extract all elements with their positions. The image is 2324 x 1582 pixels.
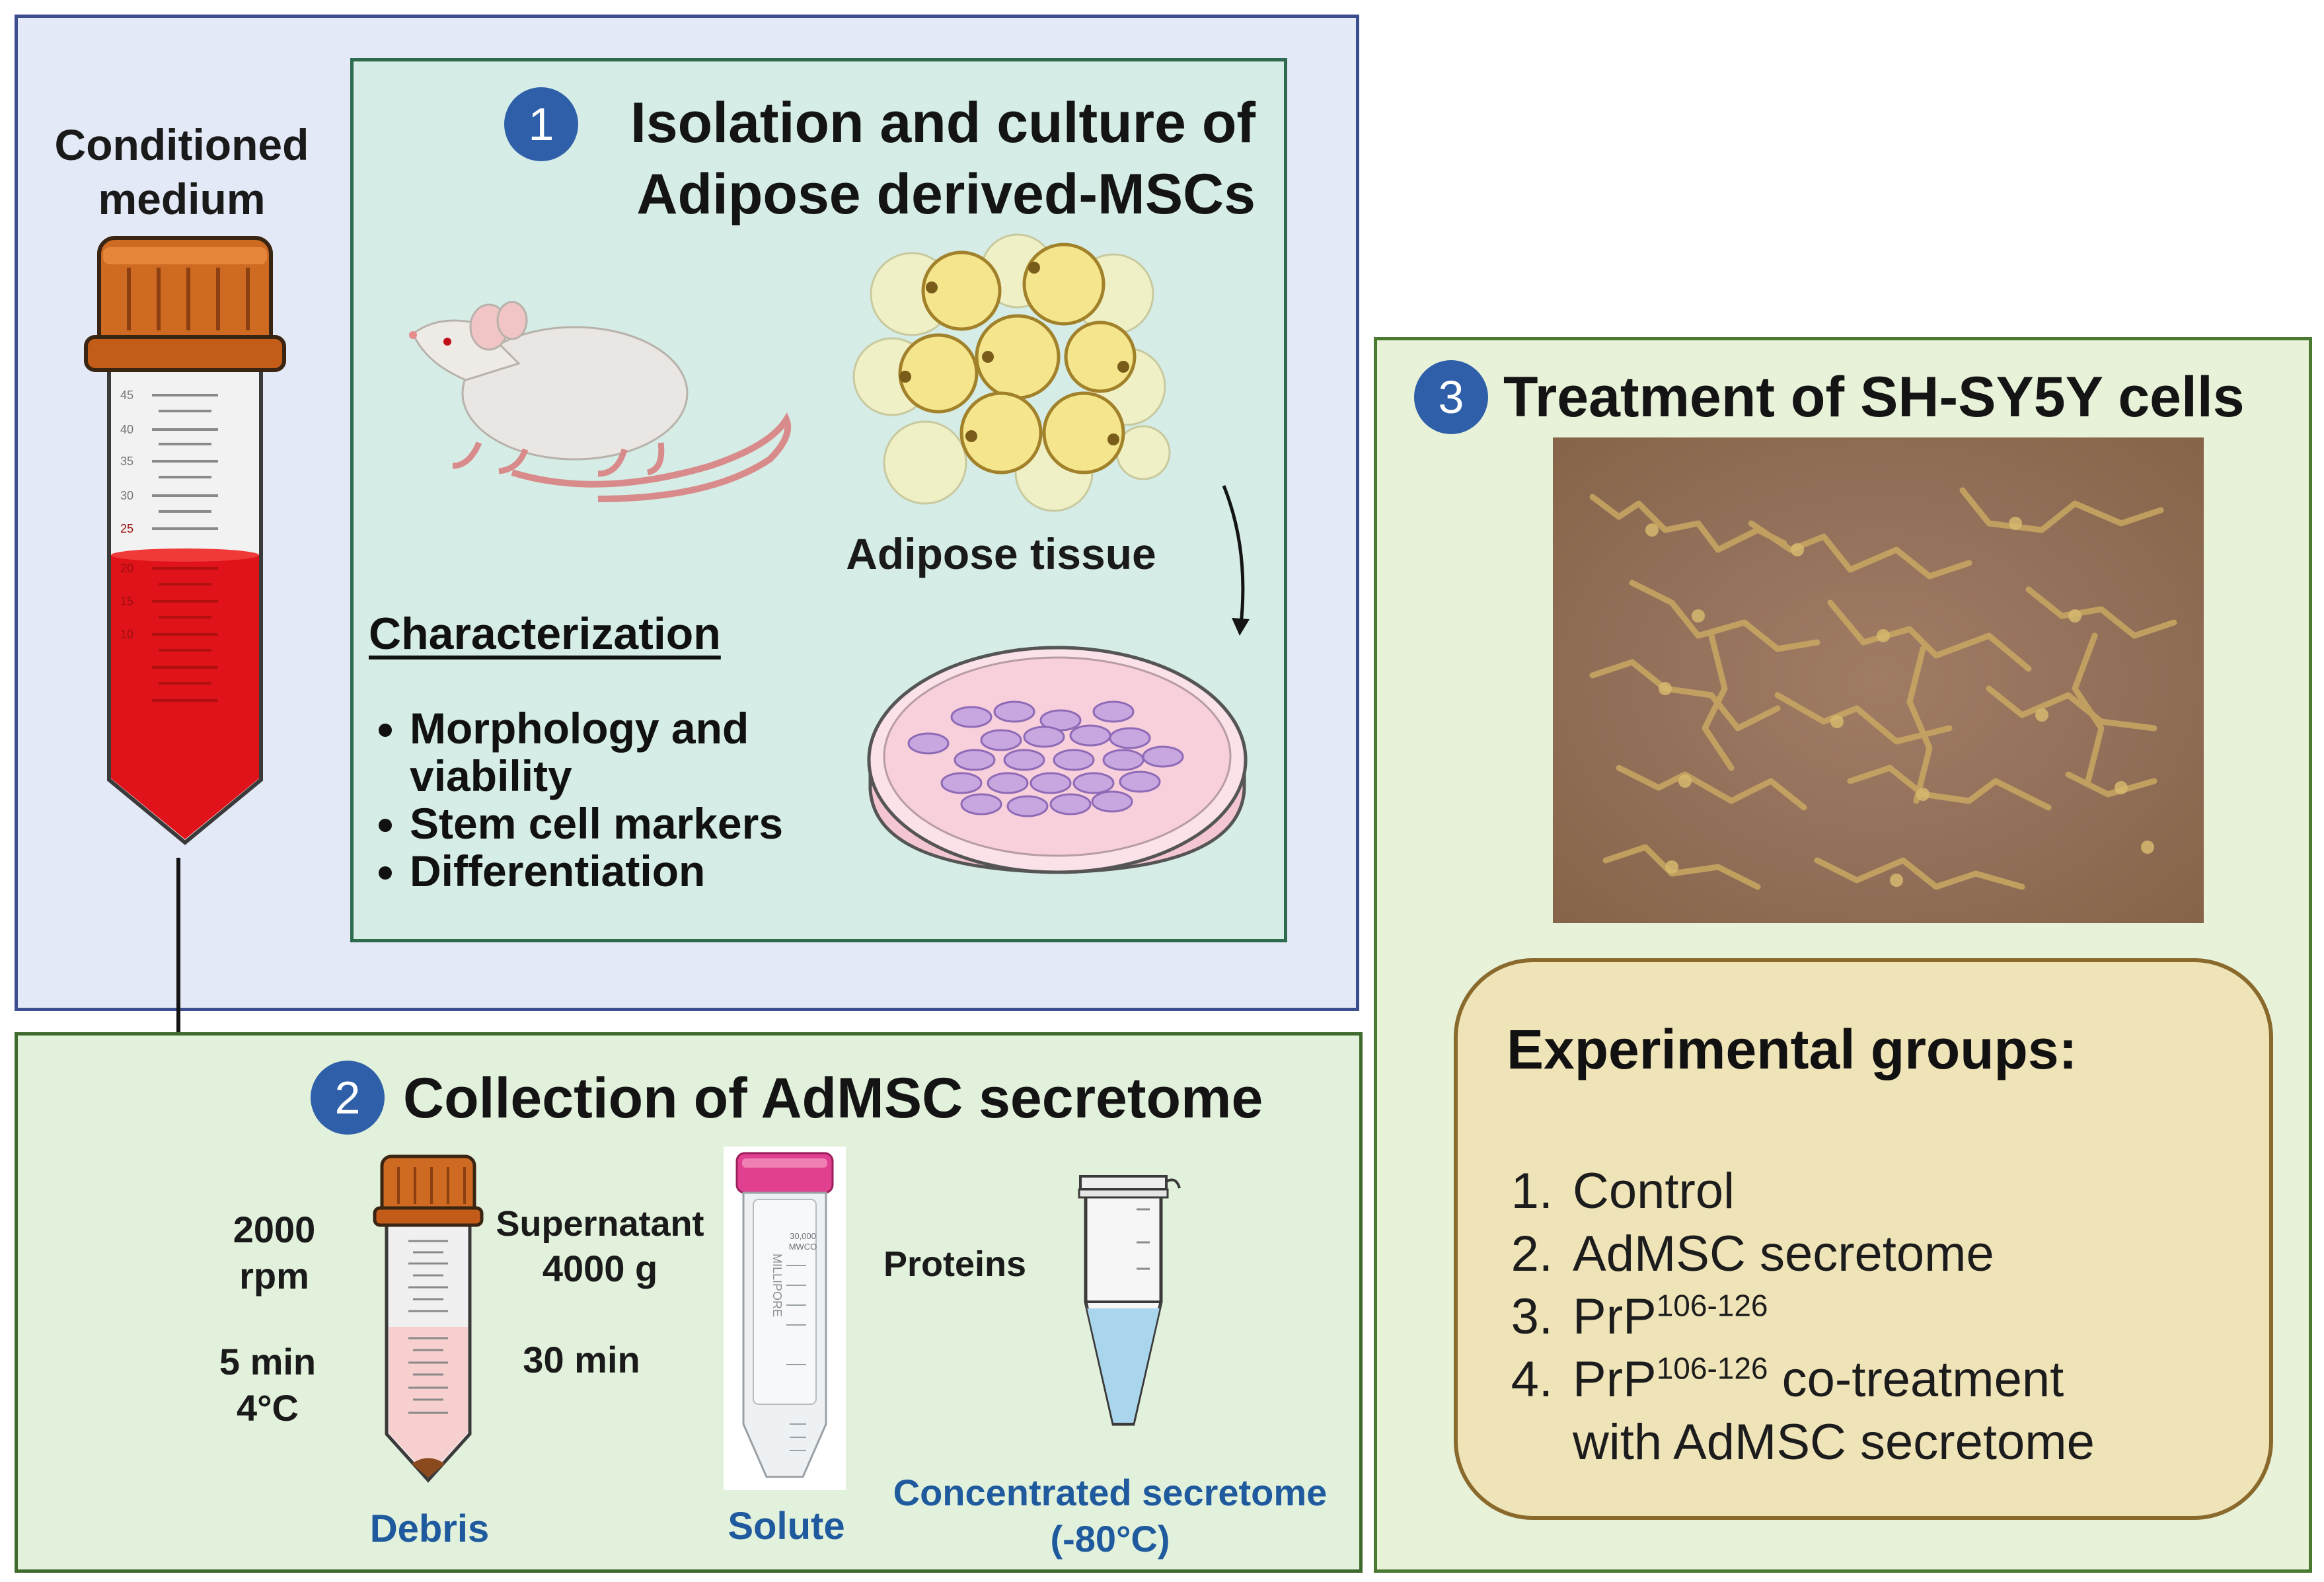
filter-mwco-line1: 30,000 <box>790 1231 816 1241</box>
group-item: 3. PrP106-126 <box>1480 1285 2260 1348</box>
tube-tick: 40 <box>120 423 133 436</box>
group-text: PrP <box>1573 1351 1657 1408</box>
centrifuge-speed-line1: 2000 <box>233 1209 316 1250</box>
section1-badge: 1 <box>504 87 578 161</box>
supernatant-line2: 4000 g <box>542 1248 658 1289</box>
solute-label: Solute <box>728 1505 845 1548</box>
group-number: 2. <box>1511 1226 1553 1282</box>
debris-tube-icon <box>373 1154 484 1483</box>
adipose-tissue-label: Adipose tissue <box>846 529 1156 578</box>
section1-title-line1: Isolation and culture of <box>630 91 1256 155</box>
group-text-after: co-treatment <box>1768 1351 2064 1408</box>
characterization-item: Stem cell markers <box>410 800 872 847</box>
group-number: 1. <box>1511 1163 1553 1219</box>
group-text: AdMSC secretome <box>1573 1226 1994 1282</box>
tube-tick: 25 <box>120 522 133 535</box>
petri-dish-icon <box>867 646 1248 874</box>
supernatant-time-label: 30 min <box>523 1339 640 1380</box>
group-text: Control <box>1573 1163 1735 1219</box>
centrifuge-speed-label: 2000 rpm <box>205 1207 344 1299</box>
conditioned-medium-line1: Conditioned <box>54 120 309 169</box>
supernatant-line1: Supernatant <box>496 1204 704 1244</box>
conditioned-medium-label: Conditioned medium <box>26 118 337 226</box>
tube-tick: 20 <box>120 562 133 575</box>
tube-tick: 35 <box>120 455 133 468</box>
tube-tick: 45 <box>120 389 133 402</box>
section2-badge: 2 <box>311 1061 385 1135</box>
characterization-item: Morphology and viability <box>410 704 872 800</box>
group-item-continuation: with AdMSC secretome <box>1480 1411 2260 1474</box>
mouse-icon <box>409 301 792 502</box>
tube-tick: 30 <box>120 489 133 502</box>
sh-sy5y-micrograph <box>1553 437 2204 923</box>
group-item: 4. PrP106-126 co-treatment <box>1480 1348 2260 1411</box>
centrifuge-time-line1: 5 min <box>219 1341 317 1382</box>
supernatant-label: Supernatant 4000 g <box>488 1201 712 1291</box>
concentrated-line2: (-80°C) <box>1050 1518 1170 1560</box>
group-item: 2. AdMSC secretome <box>1480 1223 2260 1285</box>
centrifuge-speed-line2: rpm <box>239 1255 309 1297</box>
group-text: with AdMSC secretome <box>1573 1414 2095 1470</box>
microtube-icon <box>1078 1175 1181 1426</box>
group-superscript: 106-126 <box>1656 1351 1768 1386</box>
debris-label: Debris <box>369 1507 490 1550</box>
section3-badge: 3 <box>1414 360 1488 434</box>
filter-mwco-line2: MWCO <box>789 1242 817 1252</box>
section1-title: Isolation and culture of Adipose derived… <box>581 87 1256 230</box>
section1-title-line2: Adipose derived-MSCs <box>636 163 1256 226</box>
experimental-groups-heading: Experimental groups: <box>1507 1018 2078 1080</box>
group-text: PrP <box>1573 1289 1657 1345</box>
filter-brand-text: MILLIPORE <box>770 1254 784 1317</box>
characterization-heading: Characterization <box>369 609 721 659</box>
group-number: 4. <box>1511 1351 1553 1408</box>
section2-title: Collection of AdMSC secretome <box>403 1067 1263 1130</box>
group-item: 1. Control <box>1480 1160 2260 1223</box>
tube-tick: 10 <box>120 628 133 641</box>
centrifuge-time-line2: 4°C <box>237 1387 299 1429</box>
experimental-groups-box <box>1454 958 2273 1520</box>
proteins-label: Proteins <box>883 1244 1027 1284</box>
conditioned-medium-line2: medium <box>98 174 266 223</box>
conditioned-medium-tube-icon: 45 40 35 30 25 20 15 10 <box>84 236 286 845</box>
group-number: 3. <box>1511 1289 1553 1345</box>
characterization-item: Differentiation <box>410 847 872 895</box>
tube-tick: 15 <box>120 595 133 608</box>
concentrated-secretome-label: Concentrated secretome (-80°C) <box>872 1470 1348 1562</box>
adipose-tissue-icon <box>852 233 1171 512</box>
section3-title: Treatment of SH-SY5Y cells <box>1503 365 2245 429</box>
characterization-list: Morphology and viability Stem cell marke… <box>410 704 872 895</box>
group-superscript: 106-126 <box>1656 1288 1768 1323</box>
centrifugal-filter-icon: MILLIPORE 30,000 MWCO <box>724 1147 846 1490</box>
experimental-groups-list: 1. Control 2. AdMSC secretome 3. PrP106-… <box>1480 1160 2260 1474</box>
centrifuge-time-label: 5 min 4°C <box>198 1339 337 1431</box>
concentrated-line1: Concentrated secretome <box>893 1472 1328 1513</box>
